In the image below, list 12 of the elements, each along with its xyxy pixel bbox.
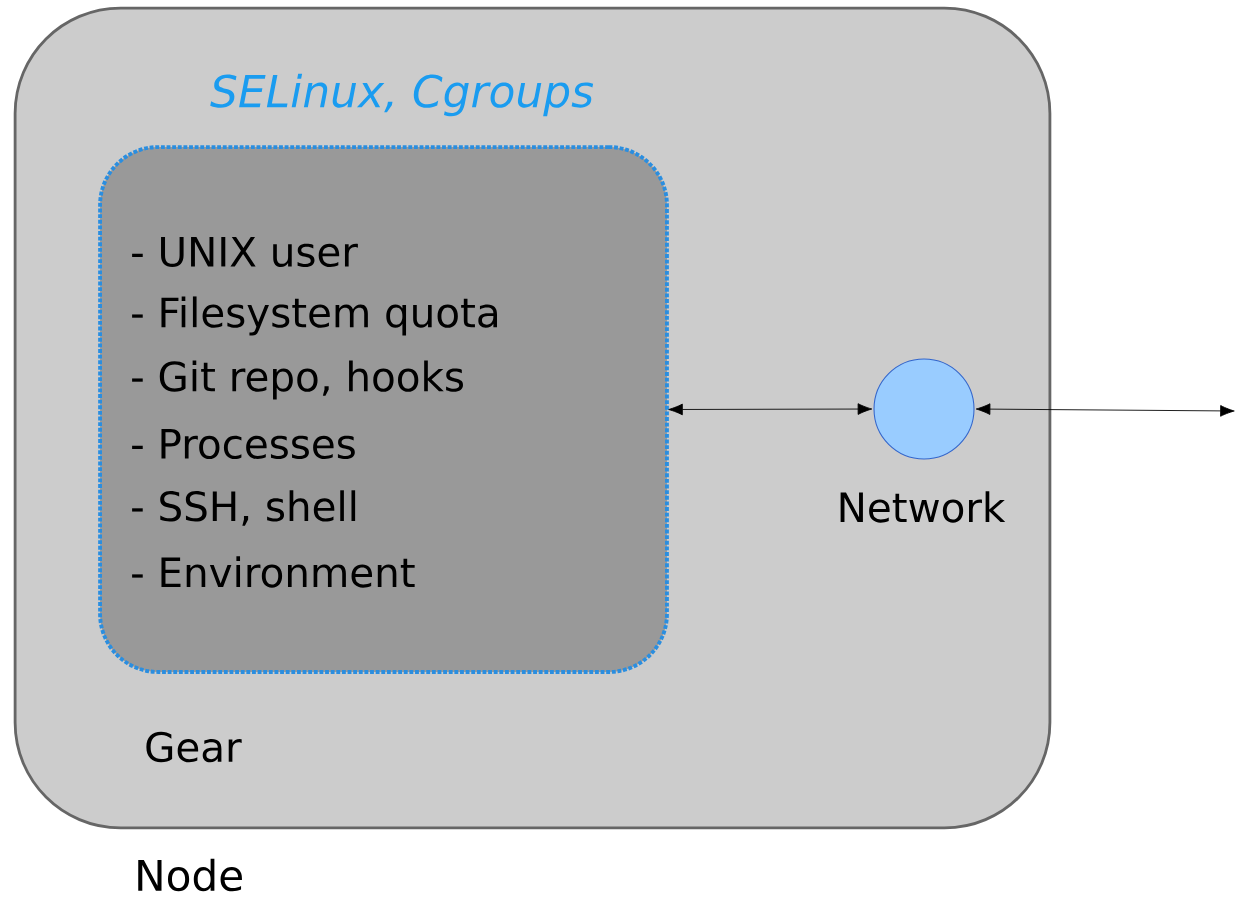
node-title: Node [138,858,242,892]
list-item: - SSH, shell [132,490,356,526]
node-caption: Network [840,491,1006,523]
group-heading: SELinux, Cgroups [210,73,594,117]
list-item: - Environment [132,556,415,588]
list-item: - Processes [132,429,355,460]
gear-label: Gear [146,731,242,763]
list-item: - Git repo, hooks [132,360,463,400]
list-item: - UNIX user [132,237,358,268]
arrow [975,403,1235,417]
list-item: - Filesystem quota [132,296,497,336]
arrow [668,403,873,416]
